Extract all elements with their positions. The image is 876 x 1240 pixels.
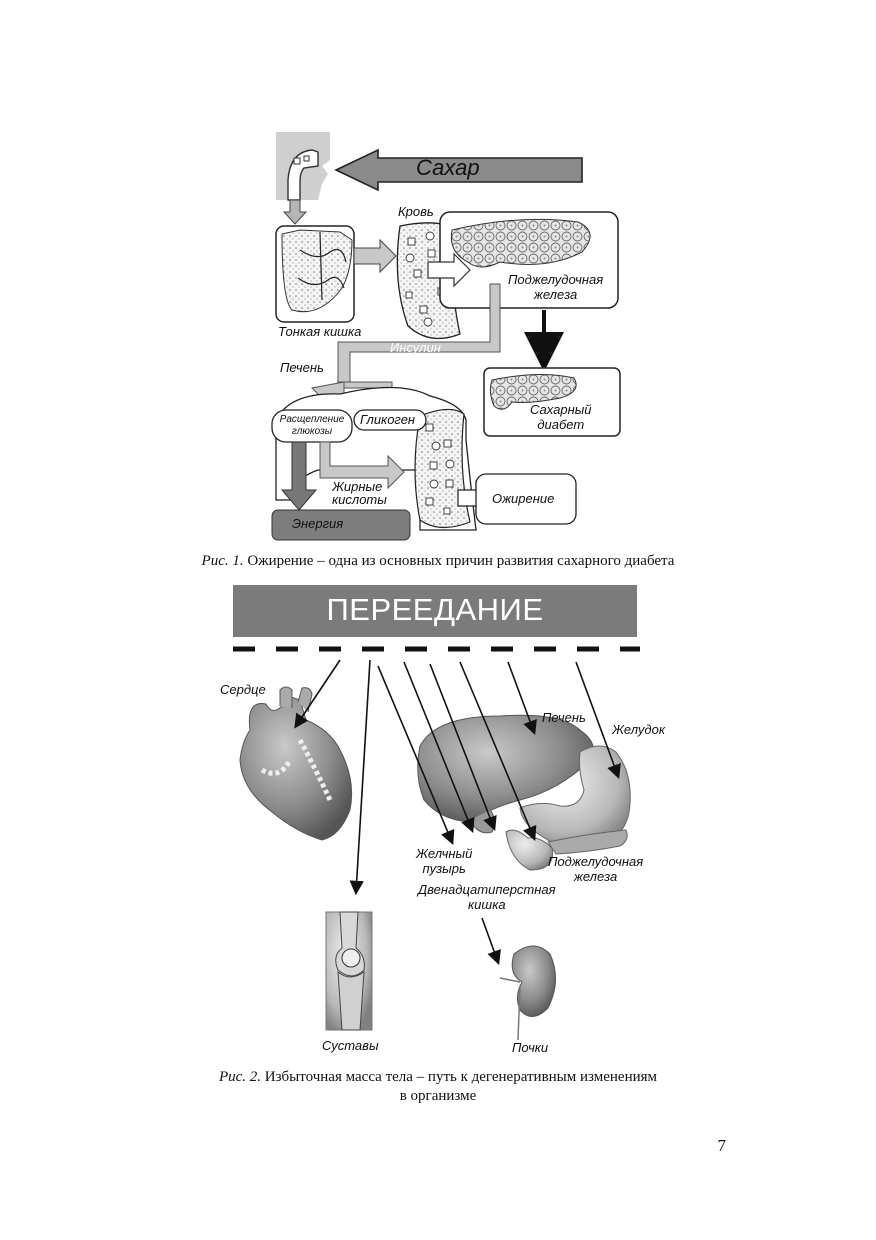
joint-illustration (325, 911, 373, 1031)
small-intestine-label: Тонкая кишка (278, 324, 362, 339)
energy-box (271, 509, 411, 541)
glucose-split-label: Расщепление глюкозы (279, 414, 345, 437)
pancreas-label-fig2: Поджелудочная железа (548, 854, 644, 884)
sugar-arrow (334, 148, 583, 192)
small-intestine-illustration (275, 225, 355, 323)
heart-illustration (239, 686, 353, 841)
intestine-to-blood-arrow (353, 238, 397, 274)
energy-label: Энергия (292, 516, 344, 531)
sugar-label: Сахар (416, 155, 480, 180)
figure-1-caption: Рис. 1. Ожирение – одна из основных прич… (201, 553, 675, 569)
pancreas-label: Поджелудочная железа (508, 272, 604, 302)
kidney-illustration (499, 945, 556, 1041)
mouth-illustration (276, 132, 330, 201)
diabetes-box (483, 367, 621, 437)
glycogen-label: Гликоген (360, 412, 416, 427)
fat-tissue-illustration (414, 408, 471, 529)
down-arrow-mouth (282, 199, 308, 225)
figure-2-caption: Рис. 2. Избыточная масса тела – путь к д… (218, 1069, 658, 1104)
obesity-box (475, 473, 577, 525)
overeating-banner: ПЕРЕЕДАНИЕ (233, 585, 637, 637)
duodenum-label: Двенадцатиперстная кишка (418, 882, 556, 912)
fatty-acids-label: Жирные кислоты (332, 479, 387, 507)
insulin-label: Инсулин (390, 340, 441, 355)
gallbladder-label: Желчный пузырь (416, 846, 473, 876)
glucose-split-pill (271, 409, 353, 443)
fatty-acids-arrow (319, 441, 405, 490)
liver-label: Печень (542, 710, 586, 725)
heart-label: Сердце (220, 682, 266, 697)
joints-label: Суставы (322, 1038, 379, 1053)
obesity-label: Ожирение (492, 491, 555, 506)
energy-down-arrow (280, 441, 318, 511)
overeating-arrows (294, 659, 621, 966)
diabetes-label: Сахарный диабет (530, 402, 592, 432)
pancreas-box (427, 211, 619, 309)
pancreas-duodenum-illustration (505, 829, 628, 871)
glycogen-pill (353, 409, 427, 431)
liver-label-fig1: Печень (280, 360, 324, 375)
figure-2-diagram (233, 646, 640, 1041)
page-number: 7 (717, 1136, 727, 1155)
figure-1-diagram (271, 132, 621, 541)
stomach-illustration (519, 745, 631, 849)
blood-label: Кровь (398, 204, 434, 219)
kidneys-label: Почки (512, 1040, 549, 1055)
stomach-label: Желудок (612, 722, 665, 737)
